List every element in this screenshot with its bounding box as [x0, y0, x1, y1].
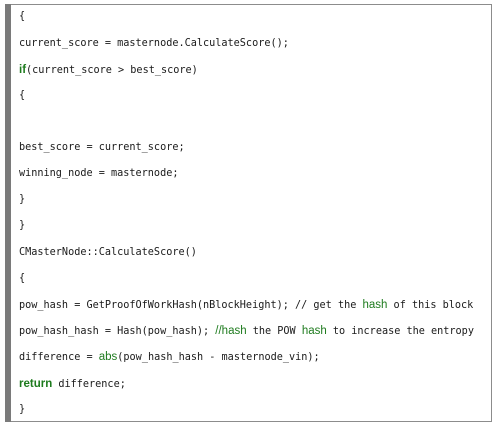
code-comment: of this block: [387, 300, 474, 311]
code-text: difference;: [52, 379, 126, 390]
highlighted-word: hash: [301, 325, 327, 337]
code-comment: // get the: [295, 300, 363, 311]
code-comment: the POW: [246, 326, 302, 337]
code-line-15: }: [19, 404, 26, 415]
function-abs: abs: [98, 351, 118, 363]
code-text: (current_score > best_score): [26, 65, 198, 76]
code-line-12: pow_hash_hash = Hash(pow_hash); //hash t…: [19, 324, 474, 339]
code-text: difference =: [19, 352, 99, 363]
code-text: pow_hash_hash = Hash(pow_hash);: [19, 326, 216, 337]
code-text: pow_hash = GetProofOfWorkHash(nBlockHeig…: [19, 300, 296, 311]
code-line-5: best_score = current_score;: [19, 142, 185, 153]
keyword-if: if: [19, 64, 27, 76]
code-line-6: winning_node = masternode;: [19, 168, 179, 179]
code-line-3: if(current_score > best_score): [19, 63, 198, 78]
code-line-7: }: [19, 194, 26, 205]
code-line-14: return difference;: [19, 377, 126, 392]
code-line-1: {: [19, 11, 26, 22]
highlighted-comment: //hash: [215, 325, 247, 337]
keyword-return: return: [19, 378, 53, 390]
code-listing-frame: [5, 4, 492, 422]
code-line-13: difference = abs(pow_hash_hash - mastern…: [19, 350, 320, 365]
code-line-9: CMasterNode::CalculateScore(): [19, 247, 197, 258]
accent-bar: [5, 4, 11, 422]
code-line-11: pow_hash = GetProofOfWorkHash(nBlockHeig…: [19, 298, 473, 313]
code-comment: to increase the entropy: [326, 326, 474, 337]
code-block: { current_score = masternode.CalculateSc…: [19, 0, 489, 429]
code-line-4: {: [19, 90, 26, 101]
code-line-2: current_score = masternode.CalculateScor…: [19, 38, 289, 49]
code-text: (pow_hash_hash - masternode_vin);: [117, 352, 320, 363]
highlighted-word: hash: [362, 299, 388, 311]
code-line-10: {: [19, 273, 26, 284]
code-line-8: }: [19, 220, 26, 231]
